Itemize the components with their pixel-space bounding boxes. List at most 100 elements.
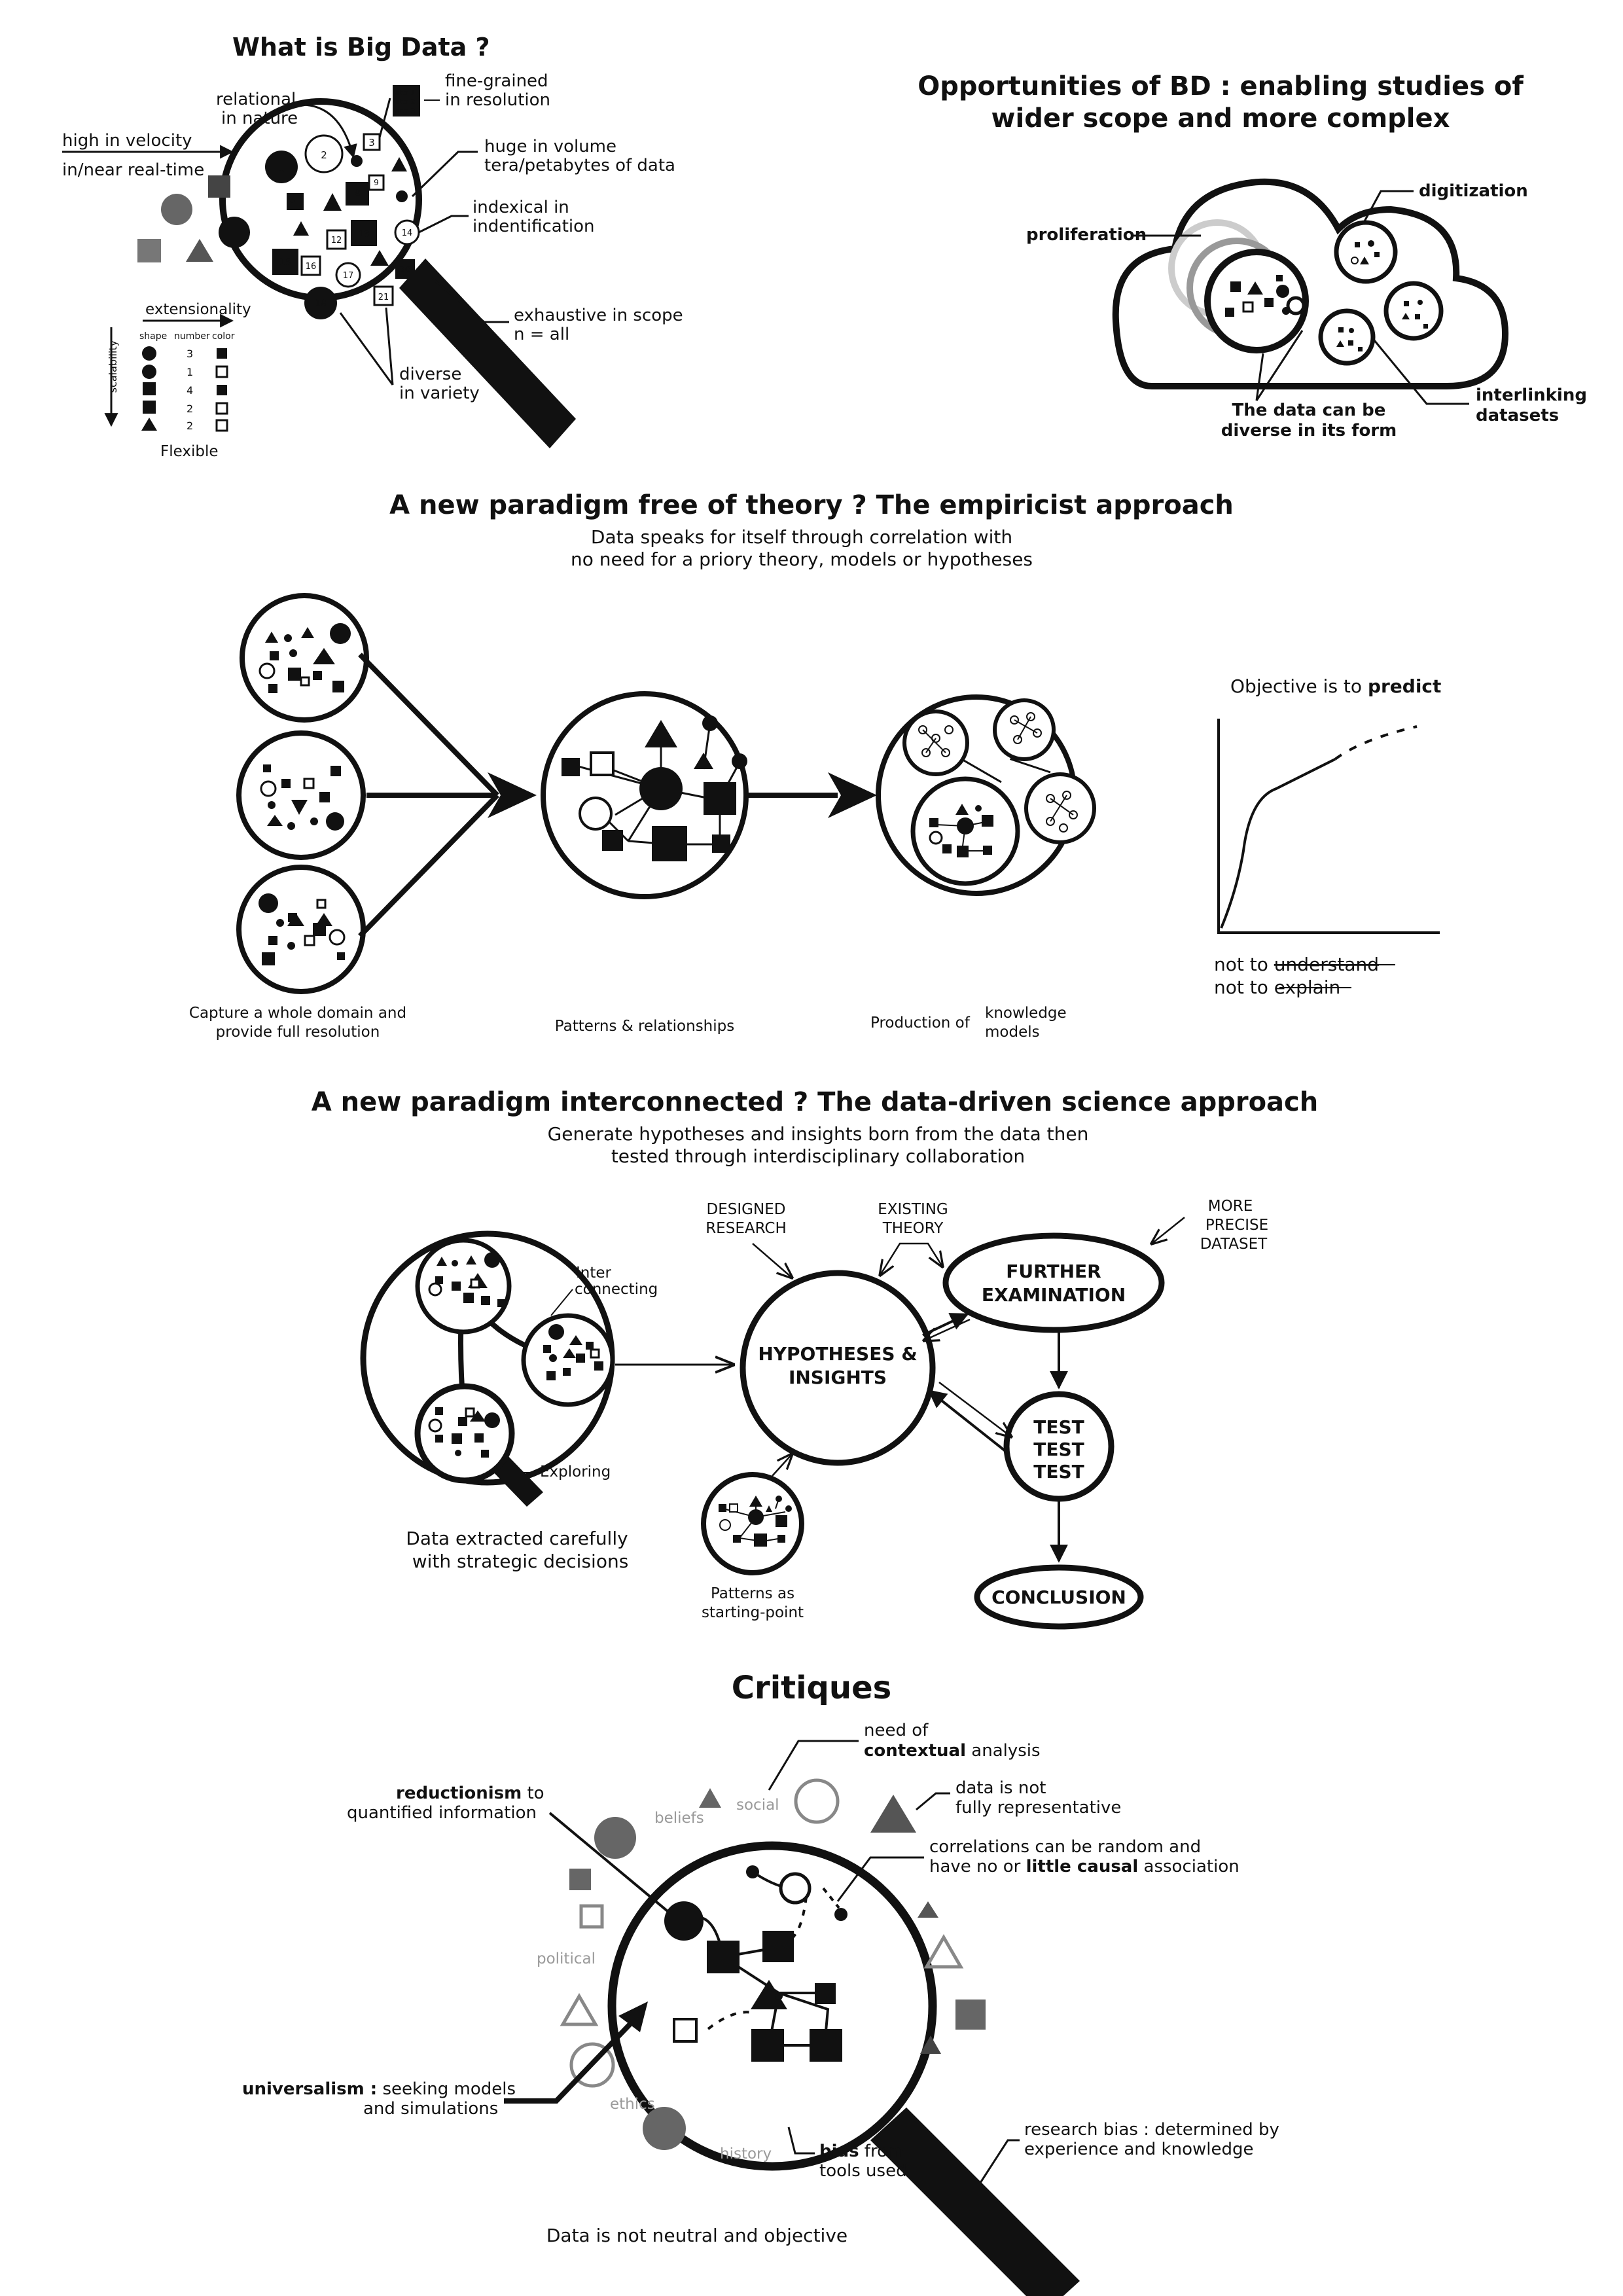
- num-val: 4: [187, 384, 193, 397]
- num-label: 11: [297, 228, 306, 236]
- critiques-section: Critiques: [242, 1670, 1279, 2296]
- label-diverse-form-1: The data can be: [1232, 401, 1386, 420]
- further-label-1: FURTHER: [1006, 1261, 1101, 1282]
- datadriven-title: A new paradigm interconnected ? The data…: [312, 1087, 1318, 1117]
- attr-label: attr 1: [395, 88, 415, 97]
- opportunities-section: Opportunities of BD : enabling studies o…: [918, 71, 1587, 440]
- num-val: 2: [187, 403, 193, 415]
- attr-label: attr 2: [395, 98, 415, 106]
- label-exhaustive-2: n = all: [514, 325, 569, 344]
- critique-magnifier-handle: [870, 2108, 1080, 2296]
- context-beliefs: beliefs: [654, 1810, 704, 1827]
- representative-label-1: data is not: [955, 1778, 1046, 1798]
- representative-label-2: fully representative: [955, 1798, 1121, 1818]
- label-extensionality: extensionality: [145, 301, 251, 318]
- num-label: 14: [402, 228, 413, 238]
- num-label: 1: [278, 162, 285, 174]
- reductionism-label-1: reductionism to: [396, 1784, 544, 1803]
- label-connecting: connecting: [575, 1281, 658, 1298]
- prediction-extrapolation: [1334, 725, 1418, 761]
- label-interlinking-2: datasets: [1476, 406, 1559, 425]
- num-label: 15: [279, 257, 291, 268]
- empiricist-subtitle-2: no need for a priory theory, models or h…: [571, 548, 1033, 570]
- patterns-start-label-2: starting-point: [702, 1604, 804, 1621]
- patterns-circle: [541, 691, 749, 899]
- universalism-label-2: and simulations: [363, 2099, 498, 2119]
- critiques-title: Critiques: [732, 1670, 891, 1706]
- need-label-1: need of: [864, 1721, 929, 1740]
- more-label-1: MORE: [1208, 1198, 1253, 1215]
- hypotheses-node: [740, 1270, 936, 1466]
- hypotheses-label-2: INSIGHTS: [789, 1367, 887, 1388]
- big-data-title: What is Big Data ?: [232, 33, 490, 62]
- bias-label-2: tools used: [819, 2161, 907, 2181]
- col-shape: shape: [139, 331, 167, 342]
- label-exploring: Exploring: [540, 1463, 611, 1480]
- production-label: Production of: [870, 1014, 971, 1031]
- research-bias-label-1: research bias : determined by: [1024, 2120, 1279, 2140]
- num-label: 12: [331, 236, 342, 245]
- knowledge-models-circle: [876, 694, 1096, 896]
- prediction-curve: [1220, 758, 1336, 929]
- label-scalability: scalability: [107, 340, 119, 393]
- knowledge-label-1: knowledge: [985, 1005, 1067, 1022]
- label-volume-2: tera/petabytes of data: [484, 156, 675, 175]
- existing-label-1: EXISTING: [878, 1201, 948, 1218]
- datadriven-subtitle-1: Generate hypotheses and insights born fr…: [548, 1123, 1089, 1145]
- correlations-label-1: correlations can be random and: [929, 1837, 1201, 1857]
- knowledge-label-2: models: [985, 1024, 1040, 1041]
- big-data-section: What is Big Data ? 1 2 3 6 7 8 9 10 11 1…: [62, 33, 683, 460]
- num-val: 2: [187, 420, 193, 432]
- context-social: social: [736, 1797, 779, 1814]
- more-label-2: PRECISE: [1205, 1217, 1268, 1234]
- label-relational-1: relational: [216, 90, 296, 109]
- existing-label-2: THEORY: [882, 1220, 944, 1237]
- num-label: 9: [374, 178, 379, 187]
- empiricist-section: A new paradigm free of theory ? The empi…: [189, 490, 1442, 1041]
- label-volume-1: huge in volume: [484, 137, 616, 156]
- test-label-3: TEST: [1033, 1461, 1084, 1482]
- col-number: number: [174, 331, 210, 342]
- num-label: 19: [376, 259, 384, 266]
- need-label-2: contextual analysis: [864, 1741, 1041, 1761]
- test-label-1: TEST: [1033, 1416, 1084, 1438]
- extracted-label-1: Data extracted carefully: [406, 1528, 628, 1549]
- attr-label: attr 3: [395, 107, 415, 115]
- patterns-start-label-1: Patterns as: [711, 1585, 794, 1602]
- col-color: color: [212, 331, 235, 342]
- attr-box: [393, 85, 420, 117]
- label-digitization: digitization: [1419, 181, 1528, 201]
- label-inter: Inter: [576, 1265, 612, 1282]
- num-label: 2: [321, 149, 327, 161]
- input-dataset-2: [236, 730, 366, 860]
- research-bias-label-2: experience and knowledge: [1024, 2140, 1253, 2159]
- num-label: 18: [315, 298, 327, 309]
- context-political: political: [537, 1950, 596, 1967]
- num-label: 3: [368, 137, 375, 149]
- patterns-label: Patterns & relationships: [555, 1018, 734, 1035]
- test-label-2: TEST: [1033, 1439, 1084, 1460]
- label-fine-1: fine-grained: [445, 71, 548, 91]
- input-dataset-3: [236, 865, 366, 994]
- num-label: 8: [355, 188, 361, 199]
- num-label: 16: [306, 262, 317, 272]
- num-val: 1: [187, 366, 193, 378]
- num-label: 17: [343, 271, 354, 281]
- label-flexible: Flexible: [160, 443, 219, 460]
- label-diverse-2: in variety: [399, 384, 480, 403]
- datadriven-subtitle-2: tested through interdisciplinary collabo…: [611, 1145, 1025, 1167]
- num-label: 10: [398, 194, 406, 201]
- test-node: [1003, 1391, 1115, 1502]
- num-label: 6: [289, 196, 294, 206]
- bias-label-1: bias from: [819, 2142, 904, 2161]
- context-history: history: [720, 2145, 772, 2162]
- num-label: 13: [358, 229, 370, 240]
- context-ethics: ethics: [610, 2096, 655, 2113]
- num-label: 20: [400, 265, 411, 275]
- universalism-label-1: universalism : seeking models: [242, 2079, 516, 2099]
- extracted-label-2: with strategic decisions: [412, 1551, 629, 1572]
- num-label: 21: [378, 293, 389, 302]
- num-val: 3: [187, 348, 193, 360]
- datadriven-section: A new paradigm interconnected ? The data…: [312, 1087, 1318, 1630]
